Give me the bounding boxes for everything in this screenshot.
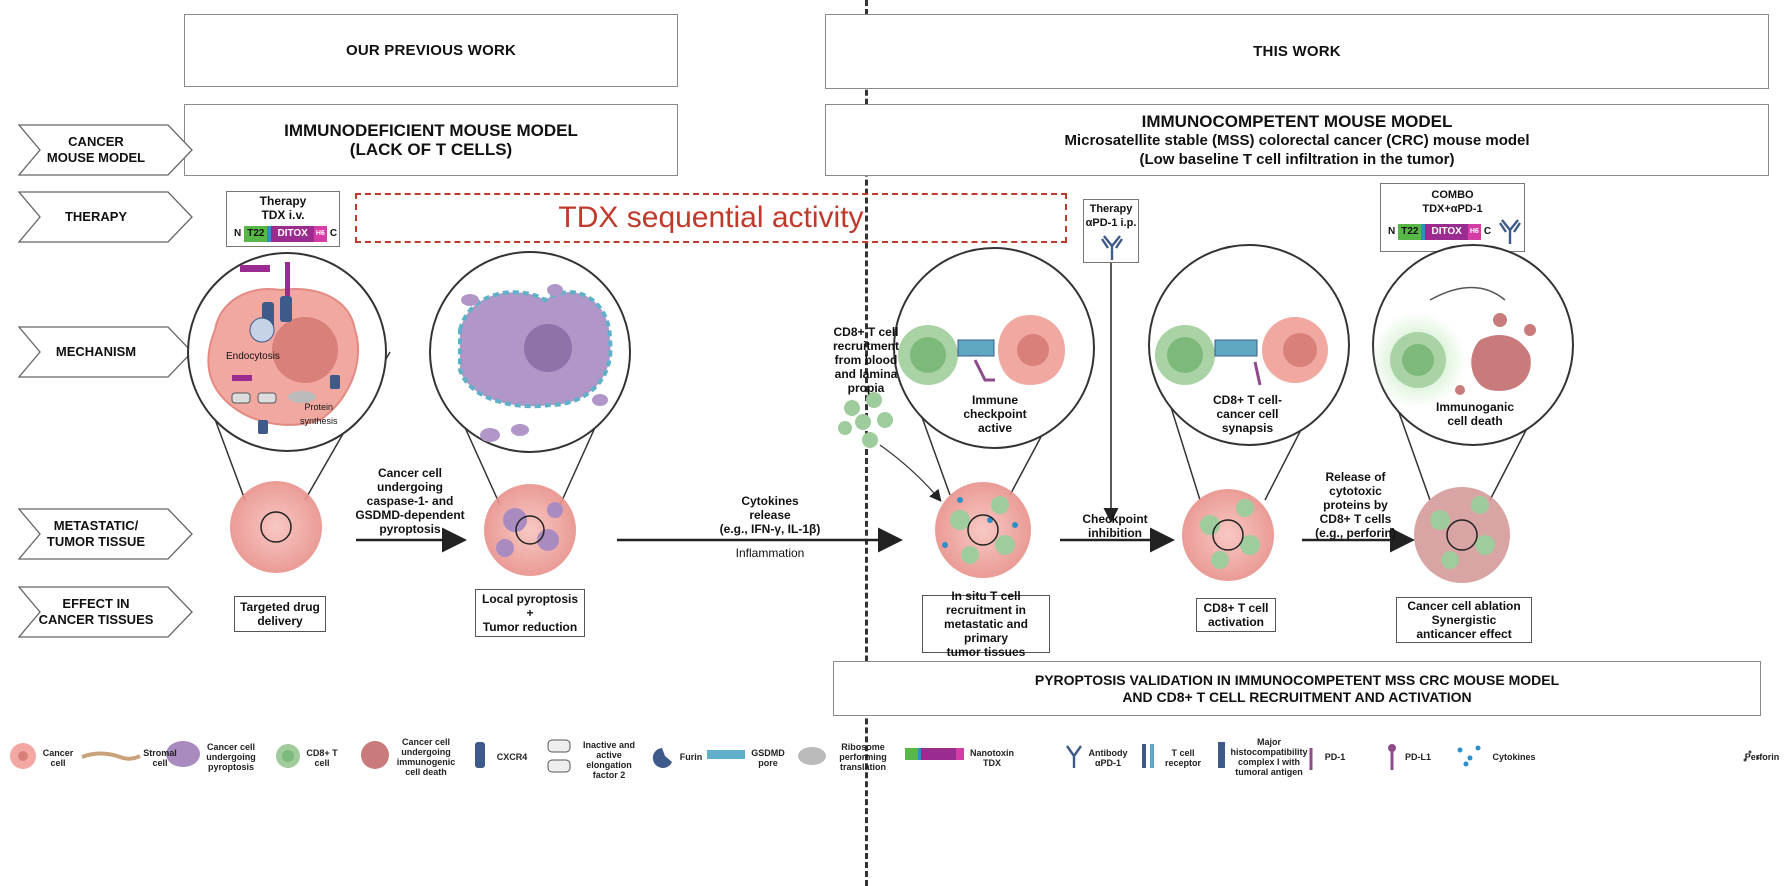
legend-perforin-label: Perforin [1744,752,1780,762]
legend-gsdmd-label: GSDMD pore [751,748,785,768]
legend-cancer-label: Cancer cell [42,748,74,768]
tumor-tissue-5 [1414,487,1510,583]
legend-cytokines-label: Cytokines [1492,752,1536,762]
therapy-tdx-box: Therapy TDX i.v. N T22 DITOX H6 C [226,191,340,247]
nanotoxin-tdx-construct: N T22 DITOX H6 C [231,226,340,242]
mechanism-circle-1 [187,252,391,501]
legend-ribosome-icon [798,747,826,765]
legend-perforin-icon [1743,750,1760,762]
legend-cd8-label: CD8+ T cell [306,748,338,768]
effect-targeted-delivery: Targeted drug delivery [234,596,326,632]
mechanism-circle-2 [429,251,631,506]
tumor-tissue-2 [484,484,576,576]
mechanism-circle-4 [1148,244,1350,501]
legend-antibody-icon [1066,745,1082,768]
row-label-tissue: METASTATIC/ TUMOR TISSUE [18,508,194,560]
legend-tcr-icon [1142,744,1146,768]
effect-in-situ-recruitment: In situ T cell recruitment in metastatic… [922,589,1050,659]
model-left: IMMUNODEFICIENT MOUSE MODEL (LACK OF T C… [184,104,678,176]
label-synapsis: CD8+ T cell- cancer cell synapsis [1212,393,1283,435]
label-endocytosis: Endocytosis [226,351,280,362]
chevron-shape [18,508,193,560]
antibody-icon [1101,235,1123,260]
legend-nanotoxin-icon [905,748,964,760]
nanotoxin-tdx-construct: N T22 DITOX H6 C [1385,224,1494,240]
legend-mhc-icon [1218,742,1225,768]
therapy-apd1-box: Therapy αPD-1 i.p. [1083,199,1139,263]
tumor-tissue-1 [230,481,322,573]
legend-pyro-label: Cancer cell undergoing pyroptosis [206,742,256,772]
header-this-work: THIS WORK [825,14,1769,89]
legend-nanotoxin-label: Nanotoxin TDX [970,748,1014,768]
model-right: IMMUNOCOMPETENT MOUSE MODEL Microsatelli… [825,104,1769,176]
row-label-mechanism: MECHANISM [18,326,194,378]
mechanism-circle-3 [893,247,1095,496]
row-label-effect: EFFECT IN CANCER TISSUES [18,586,194,638]
label-cd8-recruitment: CD8+ T cell recruitment from blood and l… [832,325,900,395]
validation-box: PYROPTOSIS VALIDATION IN IMMUNOCOMPETENT… [833,661,1761,716]
legend-antibody-label: Antibody αPD-1 [1088,748,1128,768]
legend-stromal-cell-icon [81,751,141,761]
chevron-shape [18,586,193,638]
legend-ribosome-label: Ribosome performing translation [839,742,887,772]
label-arrow-release: Release of cytotoxic proteins by CD8+ T … [1315,470,1396,540]
antibody-icon [1499,219,1521,244]
legend-furin-icon [652,748,672,768]
legend-ef2-icon [547,739,571,753]
label-protein-synthesis: Protein synthesis [300,402,338,426]
legend-furin-label: Furin [679,752,703,762]
label-immune-checkpoint: Immune checkpoint active [963,393,1027,435]
effect-local-pyroptosis: Local pyroptosis + Tumor reduction [475,589,585,637]
label-arrow-pyroptosis: Cancer cell undergoing caspase-1- and GS… [355,466,465,536]
label-arrow-checkpoint: Checkpoint inhibition [1082,512,1148,540]
effect-cancer-ablation: Cancer cell ablation Synergistic antican… [1396,597,1532,643]
legend-cxcr4-icon [475,742,485,768]
legend-stromal-label: Stromal cell [143,748,177,768]
legend-mhc-label: Major histocompatibility complex I with … [1230,737,1308,777]
legend-cytokines-icon [1457,745,1481,767]
label-arrow-cytokines: Cytokines release (e.g., IFN-γ, IL-1β) [719,494,821,536]
cd8-t-cells-floating [838,392,942,502]
effect-cd8-activation: CD8+ T cell activation [1196,598,1276,632]
legend-icd-label: Cancer cell undergoing immunogenic cell … [396,737,456,777]
mechanism-circle-5 [1370,244,1574,501]
chevron-shape [18,191,193,243]
therapy-combo-box: COMBO TDX+αPD-1 N T22 DITOX H6 C [1380,183,1525,252]
chevron-shape [18,124,193,176]
label-icd: Immunoganic cell death [1435,400,1514,428]
tumor-tissue-3 [935,482,1031,578]
header-previous-work: OUR PREVIOUS WORK [184,14,678,87]
legend-pyroptosis-cell-icon [166,741,200,767]
legend-icd-cell-icon [361,741,389,769]
legend-pd1-label: PD-1 [1324,752,1346,762]
chevron-shape [18,326,193,378]
tdx-sequential-box: TDX sequential activity [355,193,1067,243]
label-arrow-inflammation: Inflammation [735,546,805,560]
legend-cxcr4-label: CXCR4 [496,752,528,762]
row-label-model: CANCER MOUSE MODEL [18,124,194,176]
legend-ef2-label: Inactive and active elongation factor 2 [582,740,636,780]
legend-icons [10,739,1760,773]
legend-tcr-label: T cell receptor [1164,748,1201,768]
legend-pdl1-label: PD-L1 [1404,752,1431,762]
tumor-tissue-4 [1182,489,1274,581]
legend-gsdmd-icon [707,750,745,759]
row-label-therapy: THERAPY [18,191,194,243]
